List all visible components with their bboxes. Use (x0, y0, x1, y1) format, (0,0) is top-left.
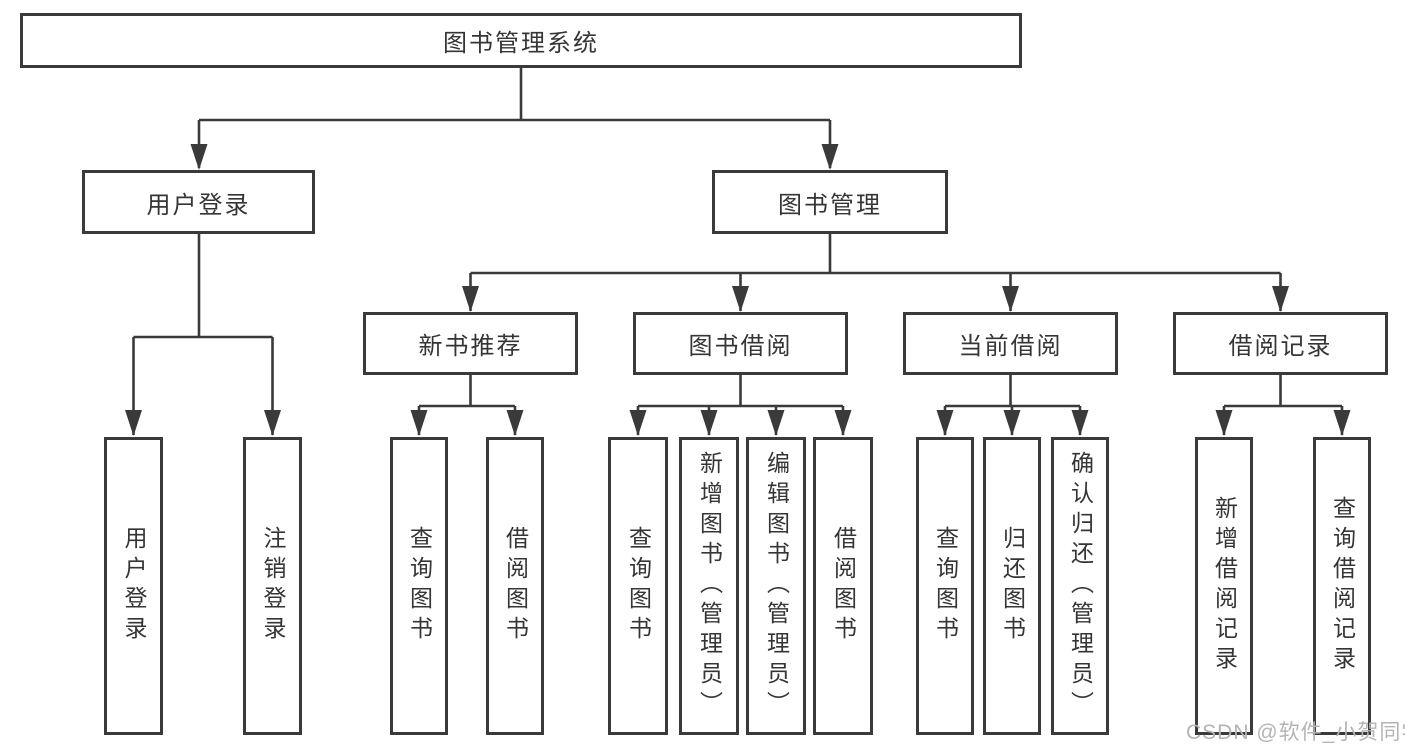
connector-borrowrecords-to-leaves (1222, 375, 1344, 435)
connector-bookmgmt-to-level3 (469, 234, 1282, 311)
arrowhead (1215, 410, 1233, 436)
arrowhead (410, 410, 428, 436)
leaf-return-books: 归还图书 (983, 437, 1041, 735)
leaf-borrow-books: 借阅图书 (486, 437, 544, 735)
leaf-query-books: 查询图书 (390, 437, 448, 735)
arrowhead (506, 410, 524, 436)
node-current-borrowing: 当前借阅 (903, 312, 1118, 375)
arrowhead (1071, 410, 1089, 436)
leaf-borrow-books: 借阅图书 (813, 437, 873, 735)
arrowhead (125, 410, 142, 436)
connector-root-to-level2 (197, 68, 832, 168)
leaf-logout: 注销登录 (243, 437, 302, 735)
leaf-query-books: 查询图书 (916, 437, 974, 735)
connector-bookborrow-to-leaves (636, 375, 845, 435)
arrowhead (936, 410, 954, 436)
arrowhead (767, 410, 785, 436)
arrowhead (1333, 410, 1351, 436)
arrowhead (821, 144, 839, 170)
csdn-watermark: CSDN @软件_小贺同学 (1186, 721, 1405, 744)
leaf-user-login: 用户登录 (104, 437, 163, 735)
node-new-book-recommend: 新书推荐 (363, 312, 578, 375)
arrowhead (834, 410, 852, 436)
node-library-management-system: 图书管理系统 (20, 13, 1022, 68)
arrowhead (1003, 410, 1021, 436)
arrowhead (264, 410, 281, 436)
arrowhead (1002, 286, 1019, 312)
node-book-management: 图书管理 (712, 170, 948, 234)
arrowhead (732, 286, 749, 312)
connector-userlogin-to-leaves (132, 234, 274, 435)
leaf-query-borrow-record: 查询借阅记录 (1313, 437, 1371, 735)
leaf-query-books: 查询图书 (608, 437, 668, 735)
node-book-borrowing: 图书借阅 (633, 312, 848, 375)
leaf-edit-books-admin: 编辑图书（管理员） (746, 437, 806, 735)
node-user-login: 用户登录 (82, 170, 315, 234)
arrowhead (190, 144, 208, 170)
arrowhead (462, 286, 479, 312)
node-borrowing-records: 借阅记录 (1173, 312, 1388, 375)
arrowhead (1272, 286, 1289, 312)
leaf-add-borrow-record: 新增借阅记录 (1195, 437, 1253, 735)
connector-newbookrec-to-leaves (417, 375, 517, 435)
arrowheads (125, 144, 1351, 436)
leaf-add-books-admin: 新增图书（管理员） (679, 437, 739, 735)
arrowhead (700, 410, 718, 436)
arrowhead (629, 410, 647, 436)
leaf-confirm-return-admin: 确认归还（管理员） (1051, 437, 1109, 735)
